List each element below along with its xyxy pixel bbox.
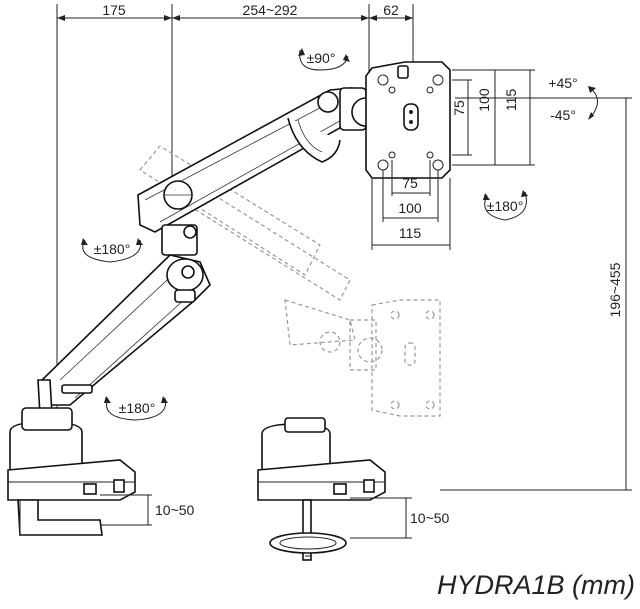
dim-clamp-left: 10~50 [155,502,195,518]
dim-top-right: 62 [383,2,399,18]
dim-top-left: 175 [102,2,126,18]
rotate-180-base-arrow-icon [104,396,168,421]
dim-vesa-v-115: 115 [503,89,519,112]
dim-vesa-v-75: 75 [451,100,467,116]
rotate-180-elbow-arrow-icon [81,238,143,263]
model-title: HYDRA1B (mm) [437,570,635,600]
dim-vesa-v-100: 100 [476,88,492,112]
base-clamp-left [7,407,136,536]
label-rotate-plate: ±180° [487,198,524,214]
vesa-horizontal-dimensions [371,160,451,250]
clamp-dimension-right [350,497,412,539]
clamp-dimension-left [100,494,152,526]
dim-vesa-h-115: 115 [399,225,422,241]
lower-arm [37,224,211,416]
dim-vesa-h-100: 100 [398,200,422,216]
vesa-vertical-dimensions [452,69,535,166]
dim-top-middle: 254~292 [243,2,298,18]
rotate-90-arrow-icon [298,48,350,71]
tilt-arrow-icon [588,86,598,120]
height-range-dimension [440,97,632,491]
label-tilt-down: -45° [550,107,576,123]
rotate-180-plate-arrow-icon [483,190,528,221]
base-grommet-right [257,417,386,561]
upper-arm [137,87,381,233]
label-tilt-up: +45° [548,75,577,91]
dim-height-range: 196~455 [607,262,623,317]
label-rotate-base: ±180° [119,400,156,416]
vesa-plate [365,61,451,179]
top-dimension-lines [56,4,414,415]
label-rotate-elbow: ±180° [94,241,131,257]
dim-vesa-h-75: 75 [402,175,418,191]
label-swivel-90: ±90° [307,50,336,66]
dim-clamp-right: 10~50 [410,510,450,526]
